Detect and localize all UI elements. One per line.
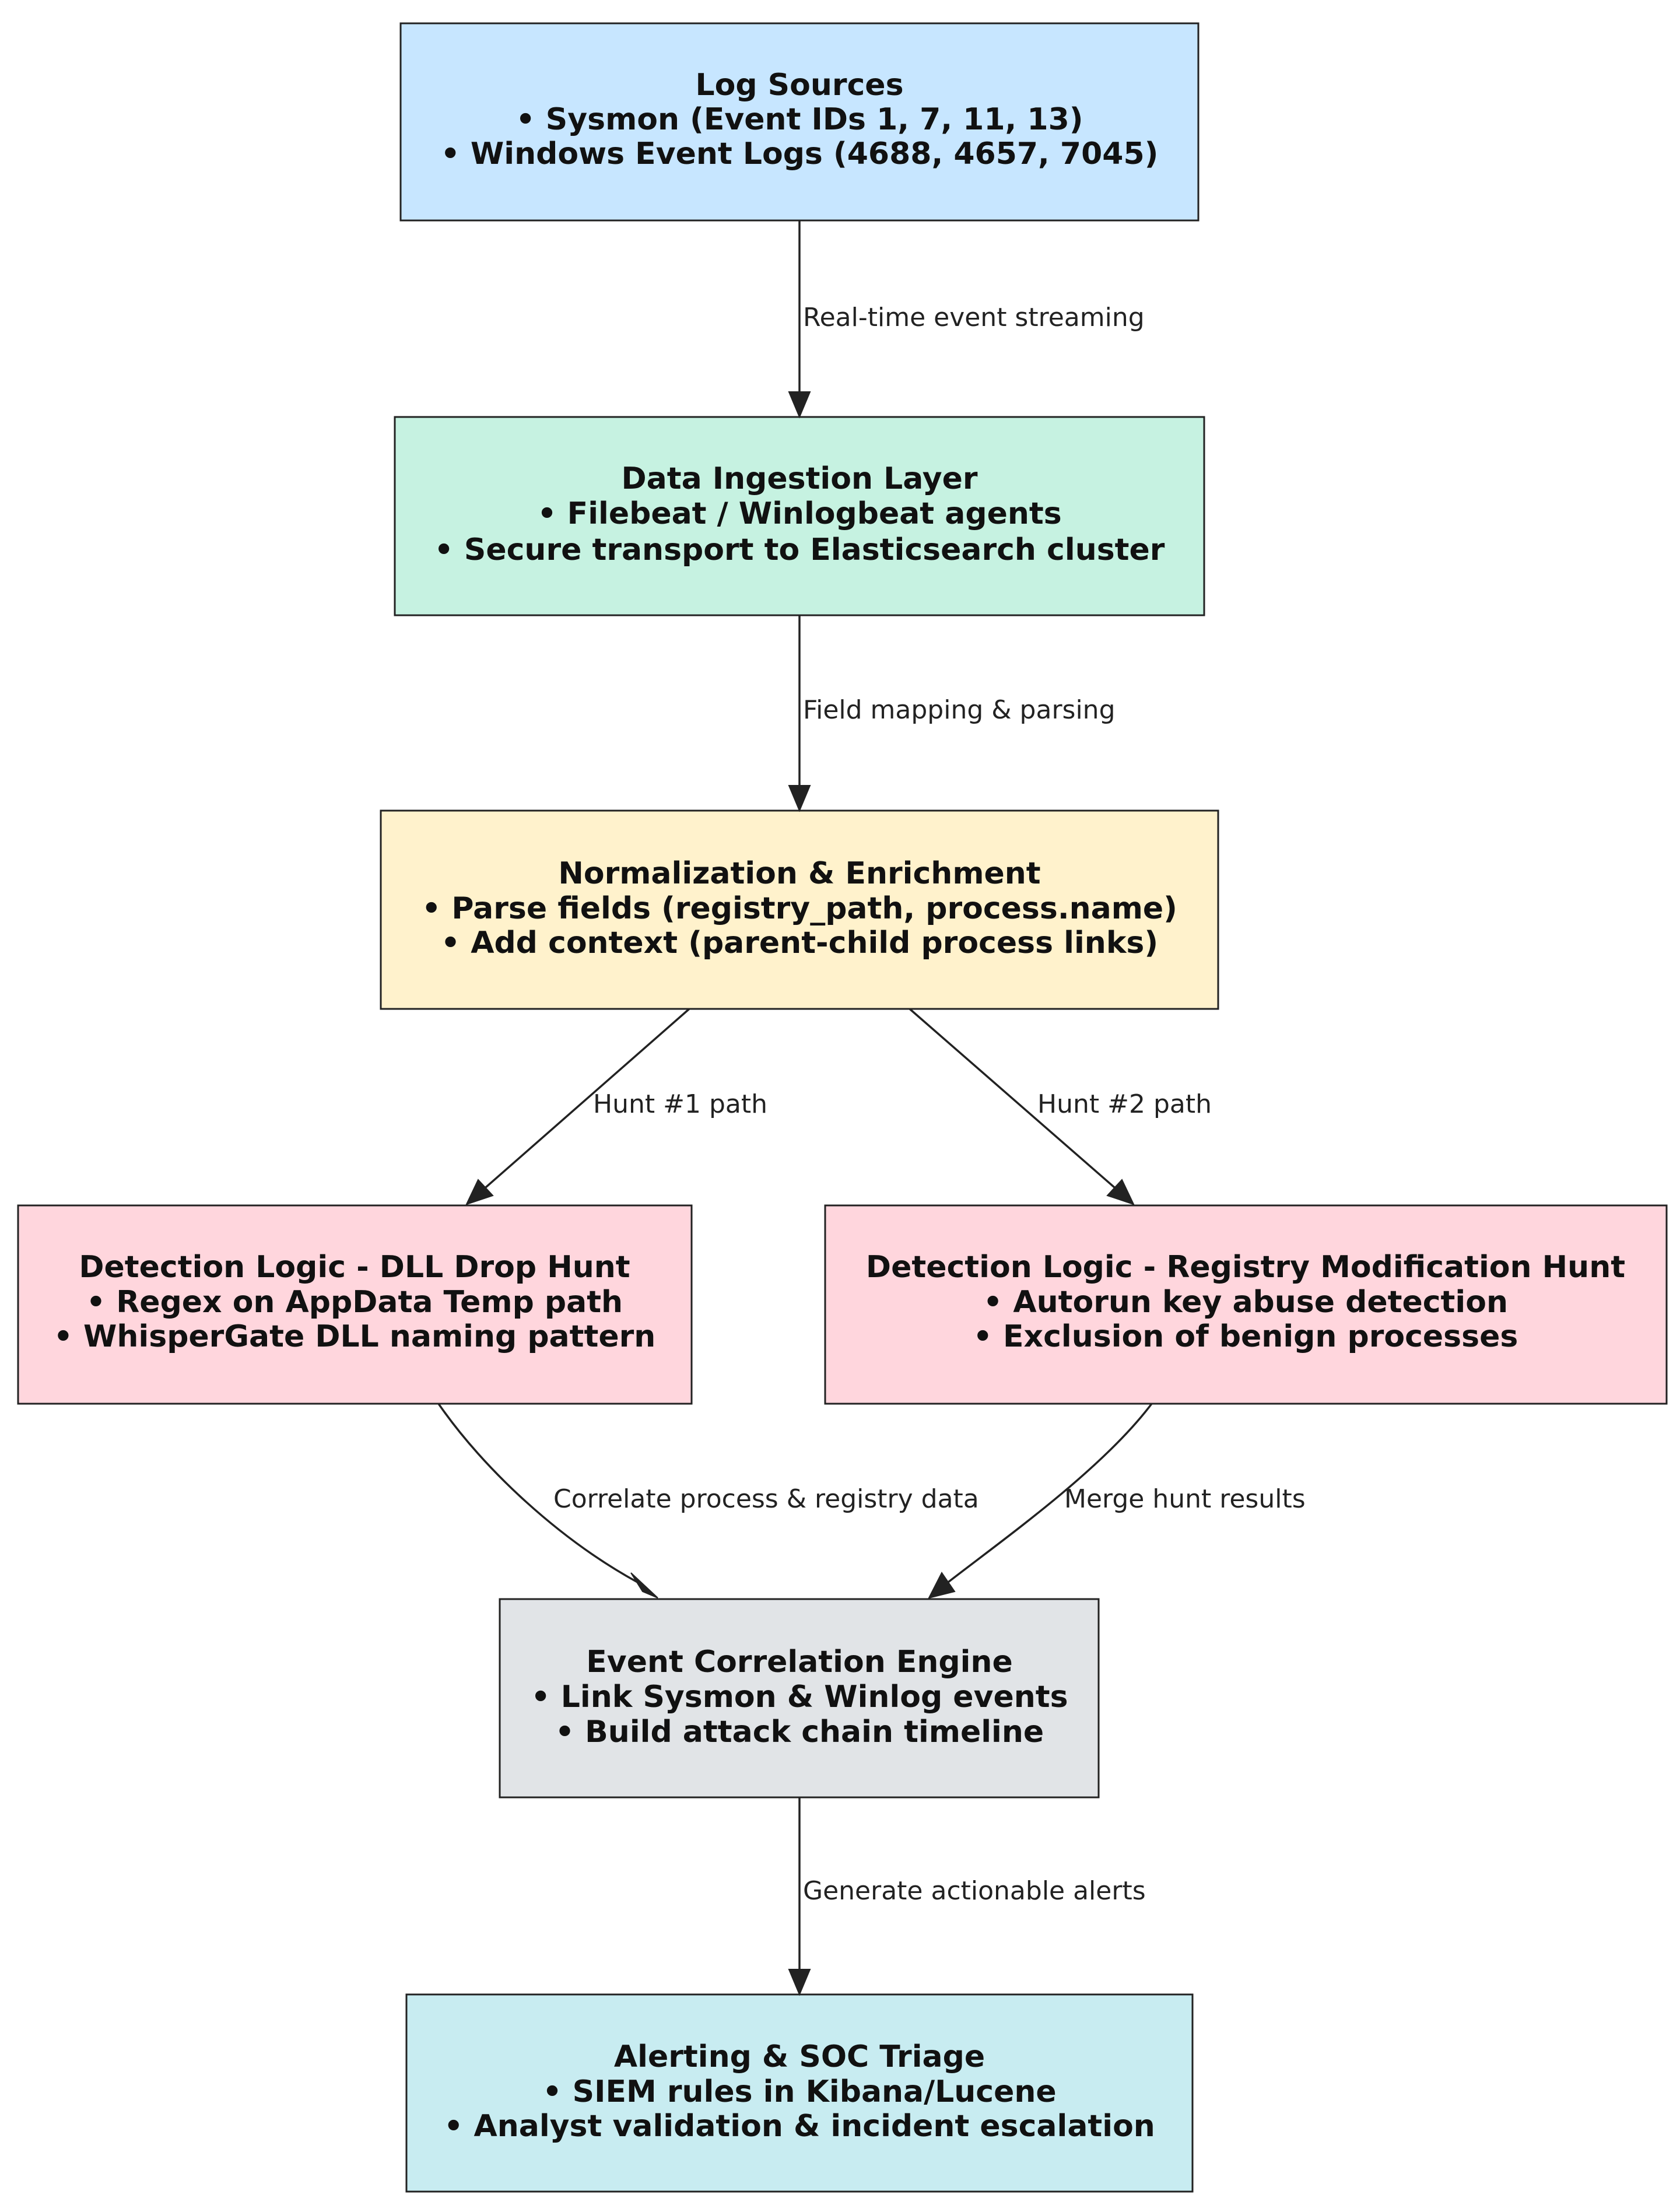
edge-registry-hunt-to-correlation-label: Merge hunt results [1064, 1484, 1306, 1514]
edge-ingestion-to-normalization-label: Field mapping & parsing [803, 695, 1116, 725]
edge-dll-hunt-to-correlation-line [437, 1403, 638, 1583]
edge-normalization-to-dll-hunt-arrowhead [465, 1179, 494, 1205]
node-registry-hunt: Detection Logic - Registry Modification … [824, 1204, 1668, 1405]
edge-log-to-ingestion: Real-time event streaming [788, 220, 1145, 419]
node-normalization-line2: • Add context (parent-child process link… [441, 926, 1158, 960]
node-registry-hunt-box [824, 1204, 1668, 1405]
node-log-sources-box [399, 22, 1200, 222]
node-registry-hunt-title: Detection Logic - Registry Modification … [866, 1250, 1625, 1285]
edge-log-to-ingestion-label: Real-time event streaming [803, 303, 1145, 332]
edge-registry-hunt-to-correlation-line [947, 1403, 1153, 1583]
node-normalization-line1: • Parse fields (registry_path, process.n… [422, 891, 1177, 926]
node-correlation-line1: • Link Sysmon & Winlog events [531, 1680, 1068, 1715]
node-alerting-line2: • Analyst validation & incident escalati… [444, 2109, 1155, 2144]
node-dll-hunt-line1: • Regex on AppData Temp path [86, 1285, 623, 1320]
node-correlation: Event Correlation Engine • Link Sysmon &… [499, 1598, 1100, 1799]
edge-correlation-to-alerting-arrowhead [788, 1969, 811, 1996]
node-ingestion-line1: • Filebeat / Winlogbeat agents [537, 496, 1061, 531]
node-log-sources-line1: • Sysmon (Event IDs 1, 7, 11, 13) [515, 102, 1083, 137]
edge-normalization-to-registry-hunt-arrowhead [1106, 1179, 1135, 1205]
node-log-sources-line2: • Windows Event Logs (4688, 4657, 7045) [441, 136, 1159, 171]
node-ingestion-line2: • Secure transport to Elasticsearch clus… [434, 532, 1165, 567]
node-registry-hunt-line1: • Autorun key abuse detection [983, 1285, 1508, 1320]
node-log-sources-title: Log Sources [695, 68, 903, 103]
edge-log-to-ingestion-arrowhead [788, 391, 811, 419]
node-registry-hunt-line2: • Exclusion of benign processes [973, 1319, 1518, 1354]
node-correlation-line2: • Build attack chain timeline [555, 1715, 1044, 1750]
edge-correlation-to-alerting-label: Generate actionable alerts [803, 1876, 1146, 1906]
edge-normalization-to-dll-hunt-label: Hunt #1 path [593, 1089, 767, 1119]
edge-registry-hunt-to-correlation: Merge hunt results [928, 1403, 1306, 1599]
node-ingestion-box [394, 416, 1205, 616]
edge-dll-hunt-to-correlation-arrowhead [630, 1572, 658, 1598]
edge-normalization-to-registry-hunt: Hunt #2 path [909, 1008, 1212, 1205]
node-dll-hunt-box [17, 1204, 693, 1405]
edge-normalization-to-registry-hunt-line [909, 1008, 1116, 1189]
node-dll-hunt-line2: • WhisperGate DLL naming pattern [54, 1319, 656, 1354]
node-dll-hunt-title: Detection Logic - DLL Drop Hunt [79, 1250, 630, 1285]
edge-correlation-to-alerting: Generate actionable alerts [788, 1797, 1146, 1996]
edge-registry-hunt-to-correlation-arrowhead [928, 1572, 956, 1599]
edge-dll-hunt-to-correlation: Correlate process & registry data [437, 1403, 979, 1598]
node-normalization: Normalization & Enrichment • Parse field… [380, 809, 1219, 1010]
edge-normalization-to-dll-hunt: Hunt #1 path [465, 1008, 767, 1205]
node-log-sources: Log Sources • Sysmon (Event IDs 1, 7, 11… [399, 22, 1200, 222]
edge-ingestion-to-normalization: Field mapping & parsing [788, 615, 1116, 812]
node-correlation-title: Event Correlation Engine [586, 1645, 1012, 1680]
node-alerting: Alerting & SOC Triage • SIEM rules in Ki… [405, 1993, 1194, 2193]
node-normalization-title: Normalization & Enrichment [558, 856, 1040, 891]
edge-dll-hunt-to-correlation-label: Correlate process & registry data [553, 1484, 979, 1514]
node-alerting-line1: • SIEM rules in Kibana/Lucene [542, 2074, 1056, 2109]
node-correlation-box [499, 1598, 1100, 1799]
node-alerting-title: Alerting & SOC Triage [614, 2039, 985, 2074]
node-ingestion-title: Data Ingestion Layer [621, 461, 977, 496]
node-alerting-box [405, 1993, 1194, 2193]
node-ingestion: Data Ingestion Layer • Filebeat / Winlog… [394, 416, 1205, 616]
edge-ingestion-to-normalization-arrowhead [788, 785, 811, 812]
node-dll-hunt: Detection Logic - DLL Drop Hunt • Regex … [17, 1204, 693, 1405]
edge-normalization-to-registry-hunt-label: Hunt #2 path [1037, 1089, 1212, 1119]
edge-normalization-to-dll-hunt-line [485, 1008, 690, 1189]
